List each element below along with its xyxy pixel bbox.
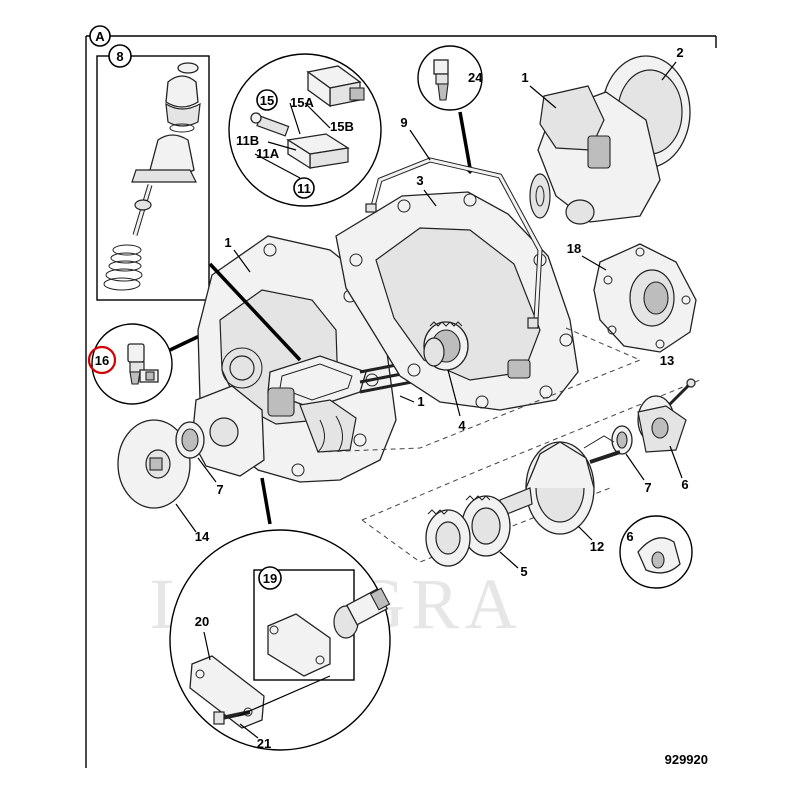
callout-13: 13 bbox=[660, 353, 674, 368]
callout-2: 2 bbox=[676, 45, 683, 60]
seal-7-right bbox=[611, 425, 633, 455]
callout-1-assembly: 1 bbox=[521, 70, 528, 85]
detail-box-8: 8 bbox=[96, 44, 210, 301]
gears-5 bbox=[425, 495, 511, 567]
callout-19: 19 bbox=[263, 571, 277, 586]
clutch-drum bbox=[499, 435, 621, 535]
callout-3: 3 bbox=[416, 173, 423, 188]
flange-6 bbox=[637, 395, 687, 453]
callout-1-rods: 1 bbox=[417, 394, 424, 409]
callout-9: 9 bbox=[400, 115, 407, 130]
drawing-number: 929920 bbox=[665, 752, 708, 767]
callout-15a: 15A bbox=[290, 95, 314, 110]
detail-circle-6 bbox=[619, 515, 693, 589]
callout-4: 4 bbox=[458, 418, 466, 433]
lubrication-pipe bbox=[365, 157, 543, 329]
callout-5: 5 bbox=[520, 564, 527, 579]
callout-15b: 15B bbox=[330, 119, 354, 134]
highlight-ring bbox=[87, 345, 117, 375]
seal-7-left bbox=[175, 421, 205, 459]
callout-12: 12 bbox=[590, 539, 604, 554]
callout-7-right: 7 bbox=[644, 480, 651, 495]
callout-8: 8 bbox=[116, 49, 123, 64]
callout-11: 11 bbox=[297, 181, 311, 196]
detail-circle-24: 24 bbox=[417, 45, 483, 111]
callout-21: 21 bbox=[257, 736, 271, 751]
detail-circle-16: 16 bbox=[87, 323, 173, 405]
section-letter: A bbox=[89, 25, 111, 47]
cover-housing bbox=[593, 243, 697, 353]
callout-20: 20 bbox=[195, 614, 209, 629]
rear-housing bbox=[335, 191, 579, 411]
detail-circle-19 bbox=[169, 529, 391, 751]
callout-14: 14 bbox=[195, 529, 210, 544]
callout-16: 16 bbox=[95, 353, 109, 368]
callout-6-flange: 6 bbox=[681, 477, 688, 492]
callout-11b: 11B bbox=[236, 133, 259, 148]
pulley-14 bbox=[117, 419, 191, 509]
detail-circle-11: 11 15 15A 15B 11B 11A bbox=[228, 53, 382, 207]
callout-1-housing: 1 bbox=[224, 235, 231, 250]
diagram-frame bbox=[85, 35, 717, 768]
callout-7-left: 7 bbox=[216, 482, 223, 497]
callout-6-detail: 6 bbox=[626, 529, 633, 544]
callout-24: 24 bbox=[468, 70, 483, 85]
callout-11a: 11A bbox=[256, 146, 280, 161]
callout-18: 18 bbox=[567, 241, 581, 256]
transmission-assembly bbox=[529, 55, 691, 225]
svg-text:A: A bbox=[95, 29, 105, 44]
callout-15: 15 bbox=[260, 93, 274, 108]
